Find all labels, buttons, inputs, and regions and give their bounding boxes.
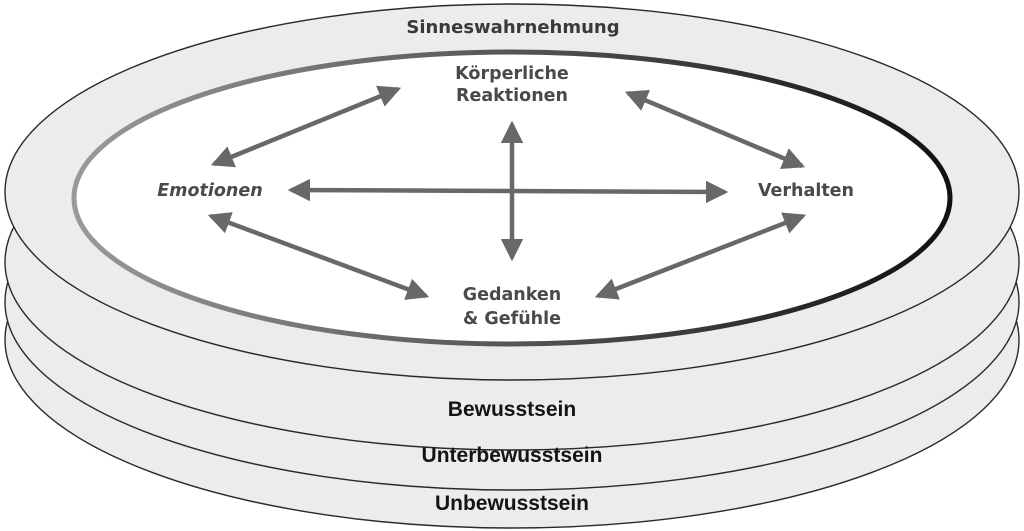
arrow-verhalten-gedanken bbox=[594, 212, 807, 300]
arrow-emotionen-gedanken bbox=[207, 212, 430, 300]
arrows-group bbox=[207, 85, 807, 300]
layer-label-unbewusstsein: Unbewusstsein bbox=[435, 492, 589, 515]
node-gedanken-gefuehle-line1: Gedanken bbox=[463, 285, 562, 305]
node-emotionen: Emotionen bbox=[157, 181, 262, 201]
node-koerperliche-reaktionen-line1: Körperliche bbox=[455, 64, 569, 84]
outer-label-sinneswahrnehmung: Sinneswahrnehmung bbox=[406, 17, 619, 38]
arrow-emotionen-koerperliche-reaktionen bbox=[210, 85, 402, 168]
layer-label-bewusstsein: Bewusstsein bbox=[448, 398, 576, 421]
node-verhalten: Verhalten bbox=[758, 181, 854, 201]
arrow-koerperliche-reaktionen-verhalten bbox=[624, 90, 806, 169]
node-koerperliche-reaktionen-line2: Reaktionen bbox=[456, 86, 568, 106]
layer-label-unterbewusstsein: Unterbewusstsein bbox=[422, 444, 603, 467]
node-gedanken-gefuehle-line2: & Gefühle bbox=[463, 309, 561, 329]
arrow-emotionen-verhalten bbox=[287, 178, 729, 204]
